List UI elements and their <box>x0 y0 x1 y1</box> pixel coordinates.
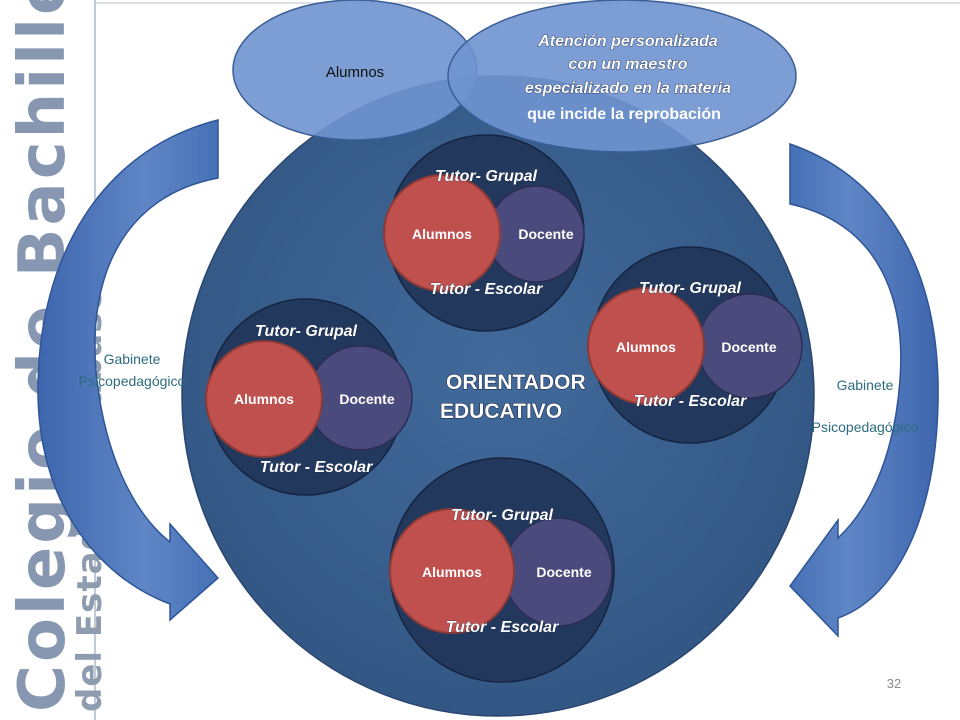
tutoring-group-right: Tutor- Grupal Alumnos Docente Tutor - Es… <box>587 246 803 444</box>
docente-label: Docente <box>536 564 591 580</box>
group-head-label: Tutor- Grupal <box>639 280 741 297</box>
right-curved-arrow <box>789 142 939 638</box>
left-gabinete-line2: Psicopedagógico <box>78 373 186 389</box>
alumnos-circle <box>389 508 515 634</box>
alumnos-label: Alumnos <box>234 391 294 407</box>
callout-line-4: que incide la reprobación <box>527 106 721 123</box>
attention-callout-bubble <box>447 0 797 153</box>
group-head-label: Tutor- Grupal <box>435 168 537 185</box>
orientador-label-line2: EDUCATIVO <box>440 400 562 423</box>
alumnos-circle <box>587 287 705 405</box>
alumnos-label: Alumnos <box>412 226 472 242</box>
group-foot-label: Tutor - Escolar <box>446 619 559 636</box>
docente-label: Docente <box>721 339 776 355</box>
right-gabinete-line1: Gabinete <box>836 377 894 393</box>
top-rule <box>96 2 960 4</box>
orientador-label-line1: ORIENTADOR <box>446 371 586 394</box>
alumnos-bubble-label: Alumnos <box>326 64 384 81</box>
group-foot-label: Tutor - Escolar <box>430 281 543 298</box>
right-gabinete-line2: Psicopedagógico <box>811 419 919 435</box>
alumnos-circle <box>205 340 323 458</box>
alumnos-circle <box>383 174 501 292</box>
docente-label: Docente <box>339 391 394 407</box>
left-gabinete-label: Gabinete Psicopedagógico <box>64 348 200 392</box>
callout-line-2: con un maestro <box>568 56 687 73</box>
tutoring-group-bottom: Tutor- Grupal Alumnos Docente Tutor - Es… <box>389 457 615 683</box>
group-head-label: Tutor- Grupal <box>255 323 357 340</box>
group-head-label: Tutor- Grupal <box>451 507 553 524</box>
page-number: 32 <box>886 676 902 691</box>
tutoring-group-top: Tutor- Grupal Alumnos Docente Tutor - Es… <box>383 134 585 332</box>
callout-line-1: Atención personalizada <box>537 33 718 50</box>
tutoring-group-left: Tutor- Grupal Alumnos Docente Tutor - Es… <box>205 298 413 496</box>
docente-label: Docente <box>518 226 573 242</box>
left-curved-arrow <box>37 119 220 622</box>
callout-line-3: especializado en la materia <box>525 80 731 97</box>
right-gabinete-label: Gabinete Psicopedagógico <box>790 374 940 438</box>
alumnos-label: Alumnos <box>616 339 676 355</box>
alumnos-label: Alumnos <box>422 564 482 580</box>
group-foot-label: Tutor - Escolar <box>260 459 373 476</box>
left-gabinete-line1: Gabinete <box>103 351 161 367</box>
group-foot-label: Tutor - Escolar <box>634 393 747 410</box>
